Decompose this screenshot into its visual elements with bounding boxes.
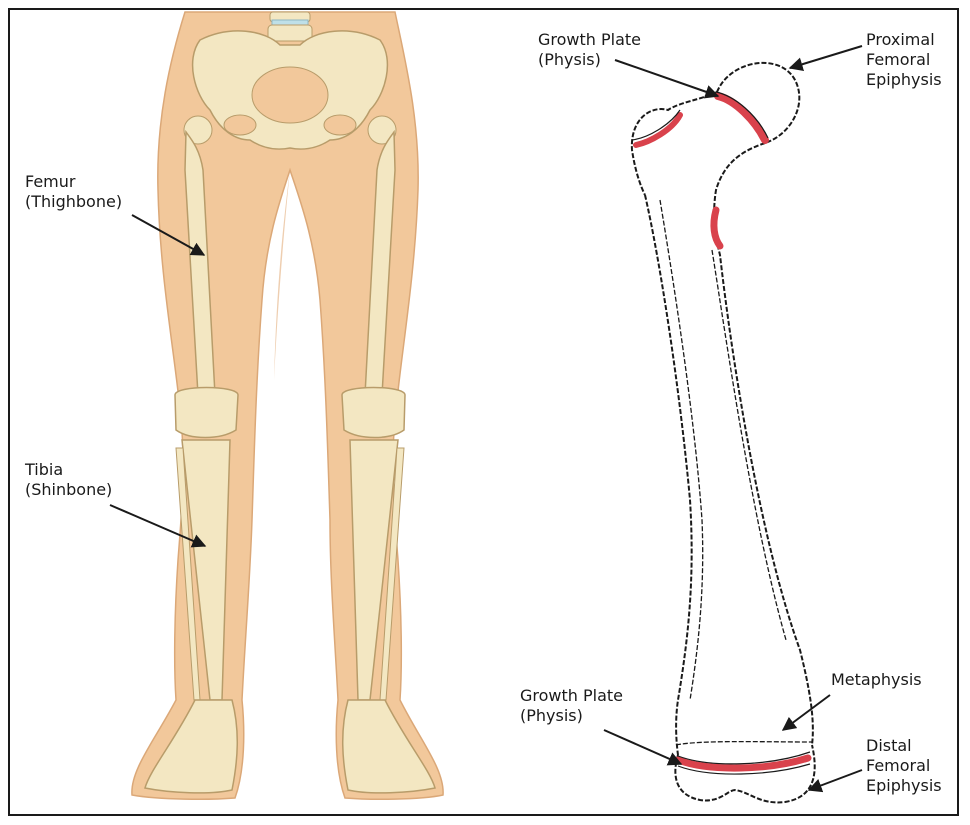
growth-plates bbox=[636, 96, 808, 768]
proximal-epiphysis-label: Proximal Femoral Epiphysis bbox=[866, 30, 942, 90]
femur-label: Femur (Thighbone) bbox=[25, 172, 122, 212]
proximal-epiphysis-arrow bbox=[790, 46, 862, 68]
shaft-medial-edge bbox=[714, 143, 813, 745]
growth-plate-bottom-label: Growth Plate (Physis) bbox=[520, 686, 623, 726]
lesser-trochanter-plate bbox=[714, 210, 720, 246]
metaphysis-label: Metaphysis bbox=[831, 670, 922, 690]
femur-line-drawing bbox=[632, 63, 815, 803]
shaft-lateral-edge bbox=[645, 195, 692, 755]
growth-plate-top-label: Growth Plate (Physis) bbox=[538, 30, 641, 70]
distal-growth-plate bbox=[678, 758, 808, 768]
distal-epiphysis-label: Distal Femoral Epiphysis bbox=[866, 736, 942, 796]
growth-plate-bottom-arrow bbox=[604, 730, 681, 764]
spine bbox=[268, 12, 312, 41]
metaphysis-arrow bbox=[783, 695, 830, 730]
tibia-label: Tibia (Shinbone) bbox=[25, 460, 112, 500]
distal-epiphysis-arrow bbox=[809, 770, 862, 790]
legs-illustration bbox=[132, 12, 443, 799]
proximal-growth-plate bbox=[718, 96, 765, 140]
